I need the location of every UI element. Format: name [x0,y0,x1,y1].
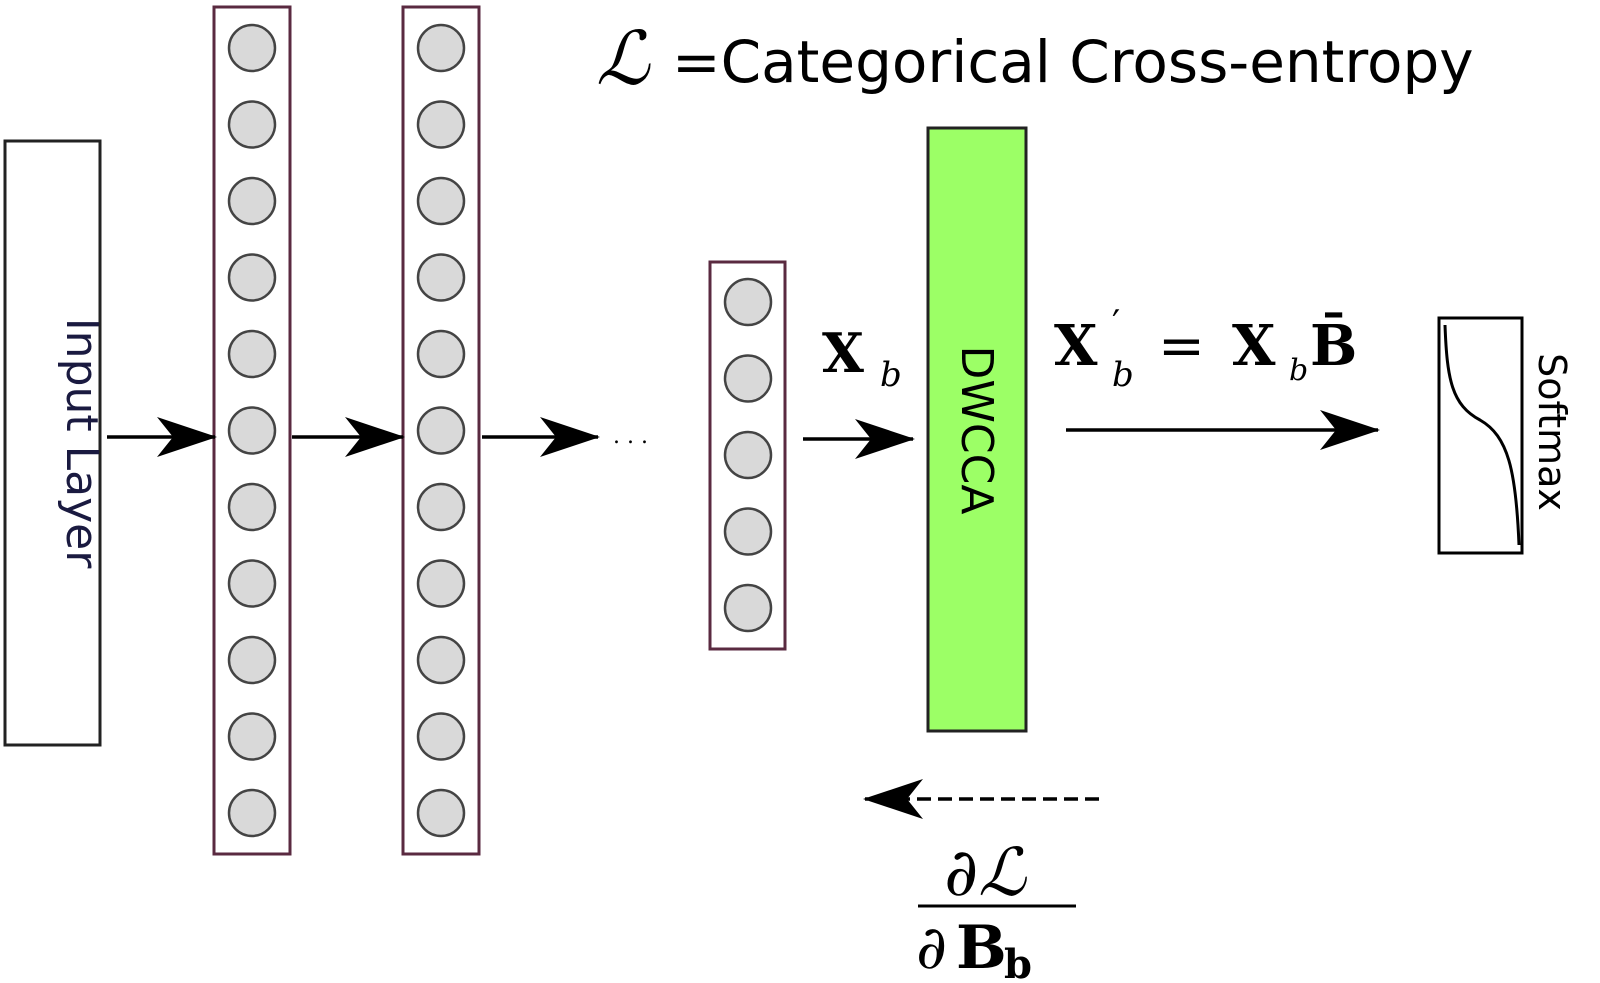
eq-lhs-prime: ′ [1112,304,1120,345]
gradient-denominator-sub: b [1004,941,1032,983]
dwcca-box [926,126,1028,733]
dwcca-block: DWCCA [926,126,1028,733]
eq-rhs-sub: b [1289,353,1308,388]
gradient-denominator-partial: ∂ [916,913,947,983]
loss-title: ℒ =Categorical Cross-entropy [596,16,1474,102]
neuron [416,253,466,302]
input-layer-label: Input Layer [56,318,107,570]
softmax-label: Softmax [1530,353,1574,511]
eq-lhs-main: X [1054,313,1098,379]
softmax-box [1437,316,1524,555]
neuron [227,253,277,302]
neuron [723,583,773,633]
neuron [416,712,466,761]
xb-main: X [822,321,864,385]
projection-equation: X ′ b = X b B̄ [1054,304,1357,395]
neuron [227,100,277,149]
loss-symbol: ℒ [596,16,651,102]
neuron [416,559,466,608]
softmax-curve-icon [1443,324,1521,546]
gradient-denominator-main: B [956,913,1007,983]
neuron [227,482,277,532]
neuron [416,635,466,685]
softmax-block: Softmax [1437,316,1574,555]
hidden-layer-2-neurons [416,23,466,838]
eq-rhs-main: X [1232,313,1276,379]
neuron [416,329,466,379]
input-layer: Input Layer [3,139,107,747]
gradient-numerator: ∂ℒ [944,834,1027,911]
neuron [227,559,277,608]
loss-definition: =Categorical Cross-entropy [672,28,1474,96]
hidden-layer-1 [212,5,292,856]
hidden-layer-1-neurons [227,23,277,838]
neuron [723,507,773,556]
eq-rhs-b: B̄ [1310,312,1357,379]
neuron [416,176,466,226]
neuron [416,406,466,455]
neuron [227,176,277,226]
eq-equals: = [1158,314,1205,379]
eq-lhs-sub: b [1112,355,1134,395]
input-layer-box [3,139,102,747]
neuron [227,712,277,761]
xb-label: X b [822,321,902,395]
gradient-fraction: ∂ℒ ∂ B b [916,834,1076,983]
neuron [416,23,466,73]
ellipsis: . . . [613,424,648,449]
neuron [416,482,466,532]
neuron [227,406,277,455]
hidden-layer-last-neurons [723,277,773,633]
neuron [723,430,773,480]
dwcca-label: DWCCA [951,346,1002,515]
neuron [227,635,277,685]
neuron [723,354,773,403]
neuron [227,788,277,838]
neuron [723,277,773,327]
neuron [227,23,277,73]
neuron [416,100,466,149]
hidden-layer-2 [401,5,481,856]
neuron [416,788,466,838]
xb-sub: b [880,355,902,395]
neuron [227,329,277,379]
hidden-layer-last [708,260,787,651]
